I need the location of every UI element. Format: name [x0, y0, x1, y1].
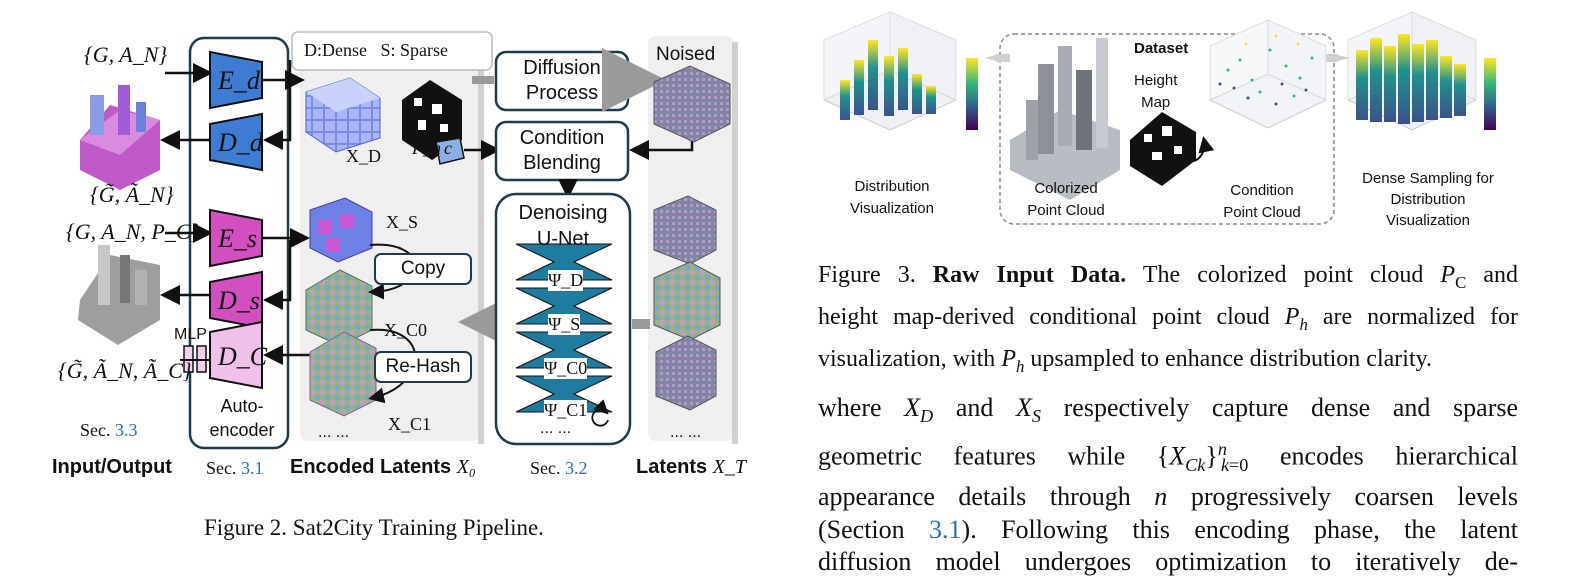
condition-encoder: [435, 137, 465, 165]
latents-label: Latents X_T: [636, 456, 747, 478]
sec-3-3-link[interactable]: 3.3: [115, 420, 138, 440]
dataset-label: Dataset: [1134, 40, 1189, 57]
distribution-plot-1: [822, 11, 978, 131]
height-map-image: [1130, 112, 1196, 186]
legend-text: D:Dense S: Sparse: [304, 40, 448, 60]
decoder-c: [209, 320, 263, 390]
io-mid-label: {G, A_N, P_C}: [66, 219, 200, 244]
colorized-point-cloud: [1010, 38, 1120, 200]
io-top-label: {G, A_N}: [84, 42, 168, 67]
sec-3-2: Sec. 3.2: [530, 458, 588, 478]
diffusion-label: Diffusion Process: [523, 57, 601, 104]
latent-t-cube-2: [655, 335, 717, 411]
body-paragraph: where XD and XS respectively capture den…: [818, 393, 1519, 577]
unet-dots: ... ...: [540, 420, 572, 437]
latent-t-cube-0: [653, 195, 717, 265]
figure-3: Dataset Height Map Distribution Visualiz…: [800, 0, 1588, 375]
figure-2: {G, A_N} {G̃, Ã_N} {G, A_N, P_C} {G̃, Ã_…: [0, 0, 790, 579]
panel-label-colorized: Colorized Point Cloud: [1027, 180, 1105, 219]
input-output-label: Input/Output: [52, 456, 172, 478]
condition-point-cloud-plot: [1208, 19, 1328, 129]
noised-latent-cube: [653, 65, 731, 143]
autoencoder-label: Auto- encoder: [209, 396, 275, 440]
encoder-d-label: E_d: [218, 66, 260, 95]
pipeline-diagram: [78, 31, 738, 450]
latent-t-cube-1: [653, 261, 721, 341]
psi-c0-label: Ψ_C0: [544, 358, 588, 379]
sec-3-2-link[interactable]: 3.2: [565, 458, 588, 478]
x-c0-label: X_C0: [384, 320, 428, 340]
copy-label: Copy: [400, 258, 446, 279]
x-s-label: X_S: [386, 212, 419, 232]
rehash-label: Re-Hash: [385, 356, 461, 377]
autoencoder-frame: [188, 36, 290, 450]
dense-latent-cube: [305, 77, 381, 153]
unet-blocks: [515, 243, 613, 413]
raw-input-figure: [822, 11, 1496, 225]
c-label: c: [444, 138, 452, 158]
panel-label-condition: Condition Point Cloud: [1223, 182, 1301, 221]
decoder-s-label: D_s: [218, 286, 260, 315]
input-photo-city-icon: [78, 245, 160, 345]
decoder-c-label: D_C: [218, 342, 268, 371]
encoded-dots: ... ...: [318, 424, 350, 441]
rehash-box: [374, 351, 472, 383]
sec-3-1: Sec. 3.1: [206, 458, 264, 478]
panel-label-distribution: Distribution Visualization: [850, 178, 934, 217]
figure-2-caption: Figure 2. Sat2City Training Pipeline.: [204, 515, 544, 540]
denoising-label: Denoising U-Net: [518, 202, 608, 250]
io-bottom-label: {G̃, Ã_N, Ã_C}: [58, 358, 192, 383]
io-top-recon-label: {G̃, Ã_N}: [90, 182, 174, 207]
psi-s-label: Ψ_S: [548, 314, 581, 335]
psi-c1-label: Ψ_C1: [544, 400, 588, 421]
encoder-d: [209, 50, 263, 110]
encoder-s-label: E_s: [218, 224, 257, 253]
sec-3-3: Sec. 3.3: [80, 420, 138, 440]
noised-label: Noised: [656, 44, 716, 65]
x-d-label: X_D: [346, 146, 381, 166]
sec-3-1-link[interactable]: 3.1: [241, 458, 264, 478]
p-h-label: P_h: [412, 138, 441, 158]
condition-label: Condition Blending: [519, 127, 605, 174]
sparse-latent-cube: [309, 197, 373, 263]
latent-dots: ... ...: [670, 424, 702, 441]
x-c1-label: X_C1: [388, 414, 432, 434]
dense-sampling-plot: [1346, 11, 1496, 131]
panel-label-dense: Dense Sampling for Distribution Visualiz…: [1362, 170, 1494, 229]
encoded-latents-label: Encoded Latents X₀: [290, 456, 476, 478]
psi-d-label: Ψ_D: [548, 270, 584, 291]
legend-box: [291, 31, 493, 71]
section-3-1-link[interactable]: 3.1: [929, 514, 962, 544]
mlp-label: MLP: [174, 326, 207, 343]
dataset-frame: [999, 33, 1335, 225]
encoder-s: [209, 208, 263, 268]
height-map-label: Height Map: [1134, 72, 1178, 111]
figure-3-caption: Figure 3. Raw Input Data. The colorized …: [818, 262, 1519, 376]
decoder-d-label: D_d: [218, 128, 263, 157]
input-city-icon: [80, 85, 160, 190]
copy-box: [374, 253, 472, 285]
decoder-d: [209, 112, 263, 172]
